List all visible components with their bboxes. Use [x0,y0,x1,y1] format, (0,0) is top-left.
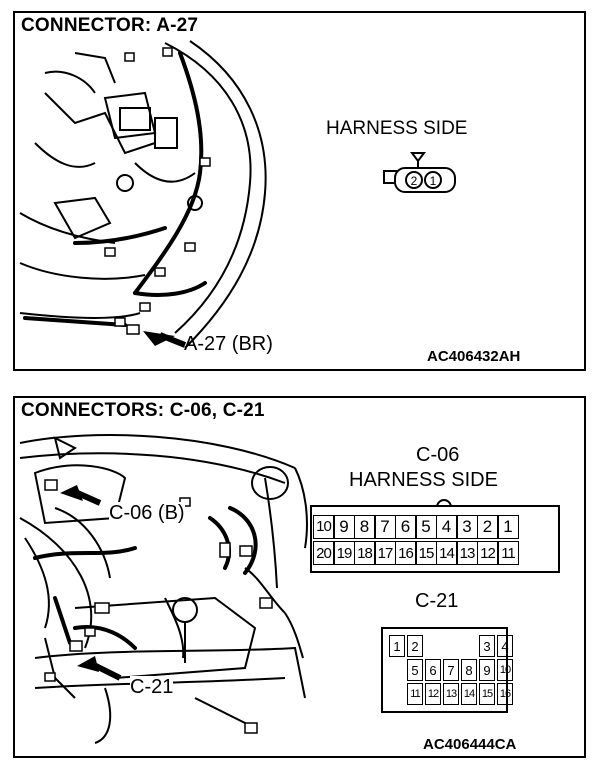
c06-row-1: 10 9 8 7 6 5 4 3 2 1 [312,514,556,539]
c21-blank [389,683,405,705]
c06-pin: 12 [476,541,499,565]
c21-pin: 9 [479,659,495,681]
c21-blank [425,635,441,657]
c06-pin: 19 [333,541,355,565]
c21-blank [389,659,405,681]
panel-title: CONNECTORS: C-06, C-21 [21,400,265,421]
c06-pin: 16 [394,541,417,565]
c21-pin: 6 [425,659,441,681]
callout-c21: C-21 [130,676,174,699]
c21-connector: 1 2 3 4 5 6 7 8 9 10 11 12 13 14 15 16 [381,627,513,713]
c21-pin: 1 [389,635,405,657]
c21-title: C-21 [415,590,459,612]
c06-pin: 14 [435,541,458,565]
c21-pin: 10 [497,659,513,681]
c21-blank [443,635,459,657]
c06-pin: 20 [312,541,335,565]
a27-pin-2: 2 [411,174,418,188]
c06-pin: 9 [333,514,355,539]
c21-pin: 12 [425,683,441,705]
c21-pin: 3 [479,635,495,657]
c06-pin: 13 [456,541,478,565]
figure-code: AC406432AH [427,348,521,365]
figure-code: AC406444CA [423,736,517,753]
c06-pin: 8 [353,514,376,539]
c06-pin: 3 [456,514,478,539]
a27-pin-1: 1 [430,174,437,188]
panel-title: CONNECTOR: A-27 [21,15,199,36]
c21-pin: 13 [443,683,459,705]
harness-side-label: HARNESS SIDE [326,118,468,139]
c06-connector: 10 9 8 7 6 5 4 3 2 1 20 19 18 17 16 15 1… [312,514,556,565]
c06-pin: 2 [476,514,499,539]
c06-pin: 1 [497,514,519,539]
c21-pin: 8 [461,659,477,681]
c21-blank [461,635,477,657]
c21-pin: 7 [443,659,459,681]
callout-c06: C-06 (B) [109,502,185,525]
c06-pin: 11 [497,541,519,565]
c21-pin: 14 [461,683,477,705]
c21-pin: 5 [407,659,423,681]
c06-pin: 6 [394,514,417,539]
c06-harness-side: HARNESS SIDE [349,469,498,491]
engine-bay-illustration: 2 1 [19,40,456,349]
c06-pin: 4 [435,514,458,539]
c21-pin: 4 [497,635,513,657]
c21-pin: 15 [479,683,495,705]
c06-row-2: 20 19 18 17 16 15 14 13 12 11 [312,541,556,565]
c06-pin: 5 [415,514,437,539]
c21-pin: 16 [497,683,513,705]
c06-pin: 17 [374,541,396,565]
c06-pin: 10 [312,514,335,539]
c06-pin: 15 [415,541,437,565]
connectors-c06-c21-panel: CONNECTORS: C-06, C-21 [13,396,586,758]
c06-title: C-06 [416,444,460,466]
c21-pin: 11 [407,683,423,705]
callout-a27: A-27 (BR) [184,333,273,355]
dashboard-illustration [19,434,560,744]
c06-pin: 7 [374,514,396,539]
c06-pin: 18 [353,541,376,565]
c21-pin: 2 [407,635,423,657]
connector-a27-panel: CONNECTOR: A-27 [13,11,586,371]
